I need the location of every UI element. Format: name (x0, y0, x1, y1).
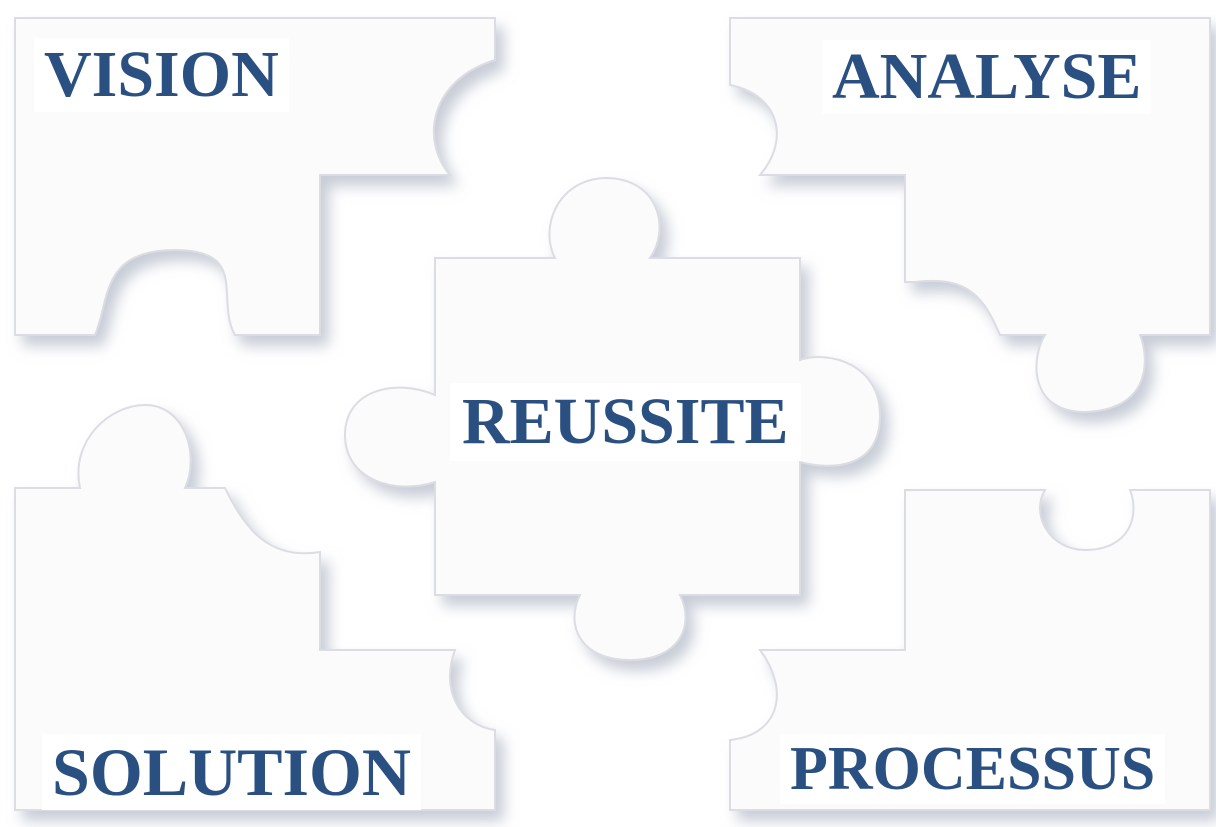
puzzle-piece-top-right (729, 17, 1211, 414)
label-reussite: REUSSITE (450, 383, 801, 461)
label-vision: VISION (34, 38, 289, 112)
label-processus: PROCESSUS (780, 734, 1166, 804)
puzzle-piece-bottom-left (14, 403, 496, 811)
label-solution: SOLUTION (42, 734, 421, 810)
label-analyse: ANALYSE (822, 40, 1152, 114)
puzzle-piece-bottom-right (729, 489, 1211, 811)
